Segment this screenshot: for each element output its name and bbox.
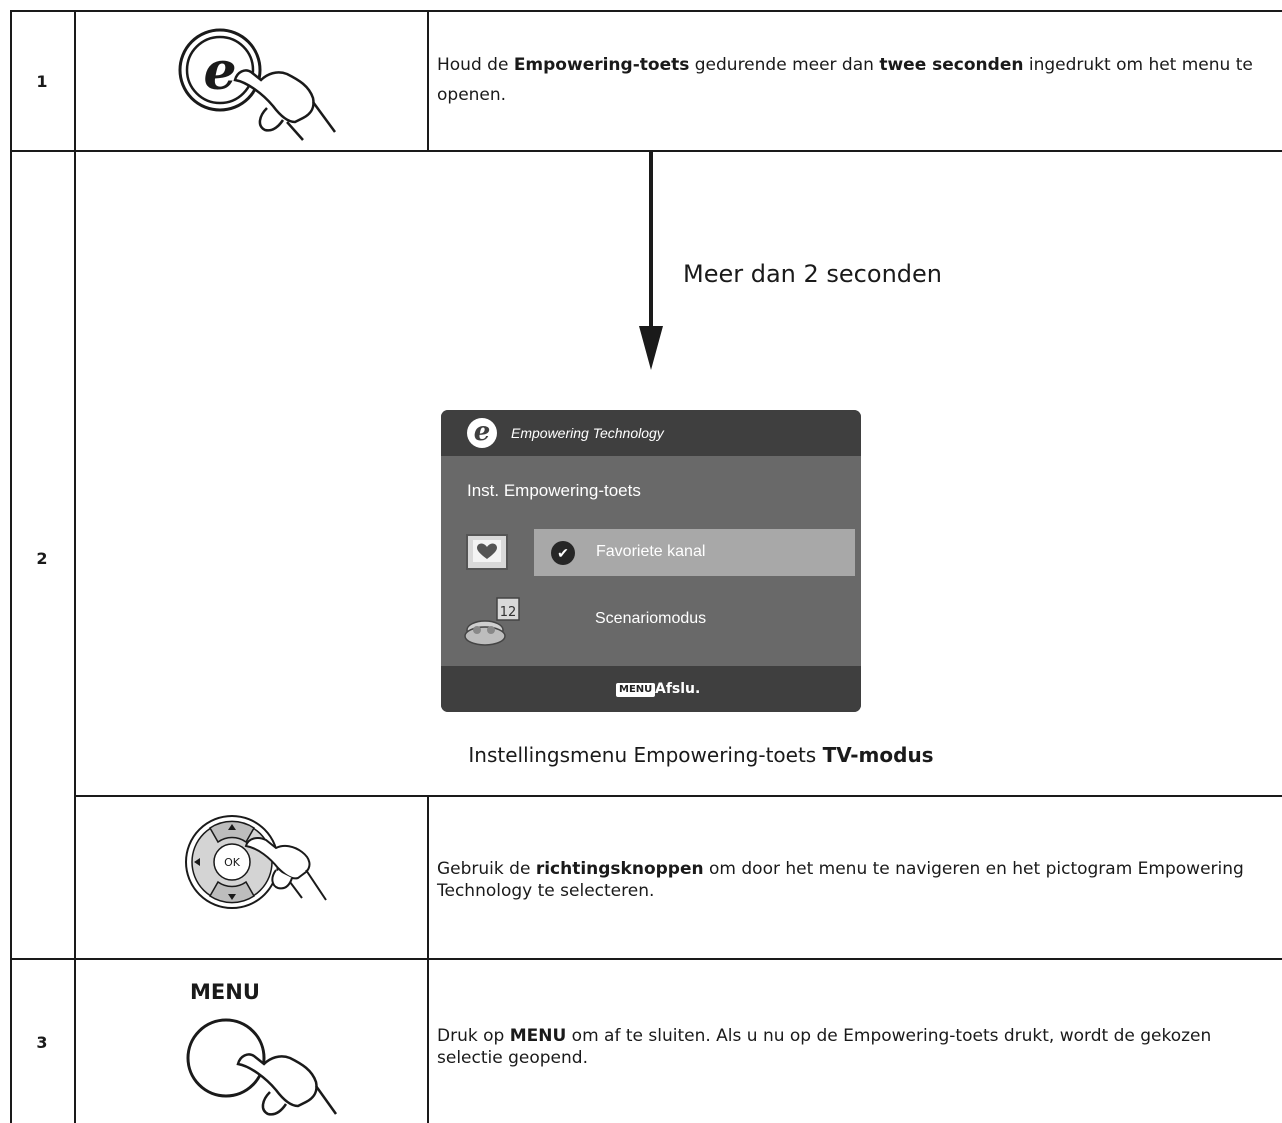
arrow-label: Meer dan 2 seconden xyxy=(683,260,942,288)
down-arrow-icon xyxy=(639,150,663,370)
icon-column-divider-1 xyxy=(427,10,429,150)
tv-menu-caption: Instellingsmenu Empowering-toets TV-modu… xyxy=(468,743,934,767)
direction-pad-icon: OK xyxy=(185,815,327,909)
step-number-2: 2 xyxy=(36,549,48,568)
exit-label: Afslu. xyxy=(655,681,701,697)
empowering-logo-icon: e xyxy=(467,418,497,448)
tv-menu-item-scenario-label[interactable]: Scenariomodus xyxy=(595,610,707,627)
menu-button-label: MENU xyxy=(190,980,260,1004)
scenario-mode-icon[interactable]: 12 xyxy=(463,596,525,648)
empowering-button-press-icon: e xyxy=(178,28,337,141)
table-border-left xyxy=(10,10,12,1123)
row-divider-3 xyxy=(10,958,1282,960)
favorite-channel-icon xyxy=(466,534,508,570)
tv-menu-header xyxy=(441,410,861,456)
check-icon: ✔ xyxy=(551,541,575,565)
step-1-description: Houd de Empowering-toets gedurende meer … xyxy=(437,55,1253,105)
tv-menu-item-favorite[interactable] xyxy=(534,529,855,576)
tv-menu-subtitle: Inst. Empowering-toets xyxy=(467,481,641,500)
step-2-navigation-description: Gebruik de richtingsknoppen om door het … xyxy=(437,859,1244,901)
tv-menu-screen: e Empowering Technology Inst. Empowering… xyxy=(441,410,861,712)
row-divider-1 xyxy=(10,150,1282,152)
ok-label: OK xyxy=(224,856,241,869)
table-border-top xyxy=(10,10,1282,12)
svg-text:12: 12 xyxy=(500,605,517,620)
menu-button-press-icon xyxy=(186,1018,338,1116)
menu-key-badge: MENU xyxy=(616,683,656,697)
step-3-description: Druk op MENU om af te sluiten. Als u nu … xyxy=(437,1026,1212,1068)
tv-menu-brand: Empowering Technology xyxy=(511,425,664,441)
number-column-divider xyxy=(74,10,76,1123)
step-number-1: 1 xyxy=(36,72,48,91)
step-number-3: 3 xyxy=(36,1033,48,1052)
icon-column-divider-2 xyxy=(427,795,429,1123)
svg-text:e: e xyxy=(203,41,236,102)
tv-menu-item-favorite-label: Favoriete kanal xyxy=(596,543,706,560)
row-divider-2 xyxy=(75,795,1282,797)
